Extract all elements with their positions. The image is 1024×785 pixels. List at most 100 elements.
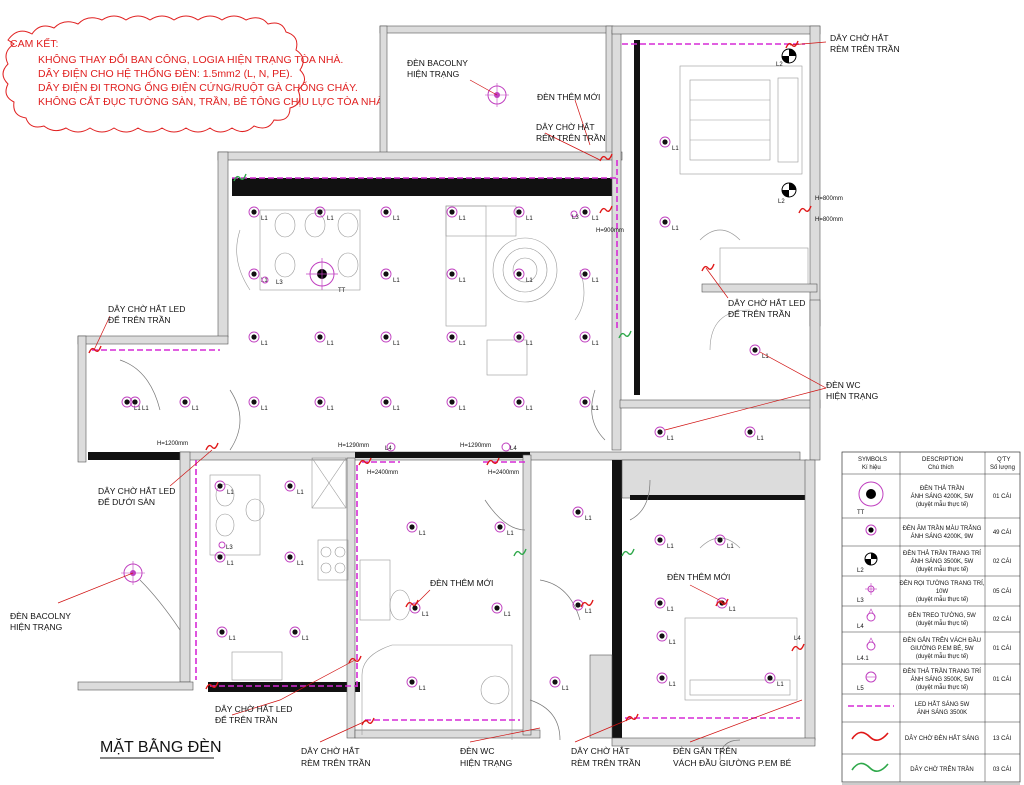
- l1-recessed-light: L1: [513, 331, 533, 347]
- plan-title: MẶT BẰNG ĐÈN: [100, 737, 222, 759]
- l1-recessed-light: L1: [764, 672, 784, 688]
- l1-label: L1: [261, 341, 268, 347]
- l1-recessed-light: L1: [654, 426, 674, 442]
- legend-header-qty-sub: Số lượng: [990, 465, 1015, 471]
- l1-label: L1: [393, 406, 400, 412]
- legend-description: DÂY CHỜ ĐÈN HẮT SÁNG: [905, 734, 980, 742]
- tt-label: TT: [338, 288, 346, 294]
- l1-recessed-light: L1: [572, 599, 592, 615]
- l1-label: L1: [585, 609, 592, 615]
- ann-wc-bottom-1: ĐÈN WC: [460, 746, 494, 756]
- wire-marker: [205, 442, 219, 451]
- l1-recessed-light: L1: [179, 396, 199, 412]
- legend-description: ĐÈN TREO TƯỜNG, 5W: [908, 612, 976, 619]
- l1-label: L1: [327, 216, 334, 222]
- l1-label: L1: [507, 531, 514, 537]
- l1-recessed-light: L1: [248, 396, 268, 412]
- l1-recessed-light: L1: [284, 551, 304, 567]
- l3-wall-lights: L3 L3 L3: [218, 210, 579, 551]
- l4-label-1: L4: [385, 446, 392, 452]
- ann-led-bottom-1: DÂY CHỜ HẮT LED: [215, 704, 292, 714]
- wire-marker: [580, 599, 594, 608]
- legend-code: L5: [857, 686, 864, 692]
- l1-recessed-light: L1: [289, 626, 309, 642]
- legend-table: SYMBOLS Kí hiệu DESCRIPTION Chú thích Q'…: [841, 451, 1021, 785]
- l1-label: L1: [592, 406, 599, 412]
- wire-marker: [486, 457, 500, 466]
- l1-recessed-light: L1: [409, 602, 429, 618]
- wire-marker: [358, 457, 372, 466]
- l1-label: L1: [504, 612, 511, 618]
- ann-led-right-2: ĐỂ TRÊN TRẦN: [728, 308, 791, 319]
- wire-marker: [88, 345, 102, 354]
- ann-led-left-2: ĐỂ TRÊN TRẦN: [108, 314, 171, 325]
- l1-recessed-light: L1: [656, 630, 676, 646]
- ann-balcony-left-1: ĐÈN BACOLNY: [10, 611, 71, 621]
- walls: [77, 25, 821, 747]
- revision-cloud: [2, 15, 305, 133]
- l3-label-3: L3: [226, 545, 233, 551]
- legend-qty: 05 CÁI: [993, 588, 1012, 595]
- l1-label: L1: [261, 216, 268, 222]
- ann-wall-light-2: VÁCH ĐẦU GIƯỜNG P.EM BÉ: [673, 758, 792, 768]
- l1-label: L1: [526, 216, 533, 222]
- l1-recessed-light: L1: [749, 344, 769, 360]
- ann-wall-light-1: ĐÈN GẮN TRÊN: [673, 746, 737, 756]
- l1-label: L1: [459, 341, 466, 347]
- l1-label: L1: [672, 226, 679, 232]
- l1-recessed-light: L1: [579, 206, 599, 222]
- legend-description: (duyệt mẫu thực tế): [916, 566, 968, 573]
- ann-balcony-top-1: ĐÈN BACOLNY: [407, 58, 468, 68]
- pendant-tt-light: TT: [306, 258, 346, 294]
- legend-description: (duyệt mẫu thực tế): [916, 620, 968, 627]
- l1-label: L1: [261, 278, 268, 284]
- l1-label: L1: [667, 544, 674, 550]
- l1-recessed-light: L1: [549, 676, 569, 692]
- legend-description: DÂY CHỜ TRÊN TRẦN: [910, 765, 974, 773]
- legend-qty: 02 CÁI: [993, 616, 1012, 623]
- l1-label: L1: [592, 341, 599, 347]
- legend-header-symbols-sub: Kí hiệu: [862, 465, 881, 471]
- dim-h1290b: H=1290mm: [460, 443, 491, 449]
- l2-pendant-1: L2: [776, 48, 797, 68]
- l1-recessed-light: L1: [654, 534, 674, 550]
- dim-h1200: H=1200mm: [157, 441, 188, 447]
- wire-marker: [798, 205, 812, 214]
- commitment-line-4: KHÔNG CẮT ĐỤC TƯỜNG SÀN, TRẦN, BÊ TÔNG C…: [38, 95, 386, 108]
- l4-label-3: L4: [794, 636, 801, 642]
- ceiling-wire-marker: [618, 330, 632, 339]
- l4-wall-lights: L4 L4 L4: [385, 442, 801, 642]
- l1-recessed-light: L1: [579, 331, 599, 347]
- l1-recessed-light: L1: [654, 597, 674, 613]
- l1-label: L1: [393, 278, 400, 284]
- l1-recessed-light: L1: [579, 396, 599, 412]
- ann-balcony-left-2: HIỆN TRẠNG: [10, 622, 62, 632]
- dim-h2400a: H=2400mm: [367, 470, 398, 476]
- l1-label: L1: [393, 341, 400, 347]
- l1-label: L1: [327, 341, 334, 347]
- l4-label-2: L4: [510, 446, 517, 452]
- ann-wc-right-2: HIỆN TRẠNG: [826, 391, 878, 401]
- legend-header-description: DESCRIPTION: [922, 457, 963, 463]
- legend-description: 10W: [936, 589, 949, 595]
- wire-markers: [88, 40, 812, 726]
- l1-label: L1: [134, 406, 141, 412]
- ann-curtain-bl-1: DÂY CHỜ HẮT: [301, 746, 360, 756]
- l1-recessed-light: L1: [214, 480, 234, 496]
- l3-label-2: L3: [276, 280, 283, 286]
- legend-qty: 01 CÁI: [993, 645, 1012, 652]
- l1-label: L1: [592, 278, 599, 284]
- l1-label: L1: [261, 406, 268, 412]
- l1-label: L1: [526, 406, 533, 412]
- l1-label: L1: [667, 607, 674, 613]
- title-text: MẶT BẰNG ĐÈN: [100, 737, 222, 756]
- l2-pendant-2: L2: [778, 182, 797, 205]
- furniture: [119, 65, 809, 761]
- l1-recessed-light: L1: [406, 676, 426, 692]
- ann-curtain-top-2: RÈM TRÊN TRẦN: [830, 44, 900, 54]
